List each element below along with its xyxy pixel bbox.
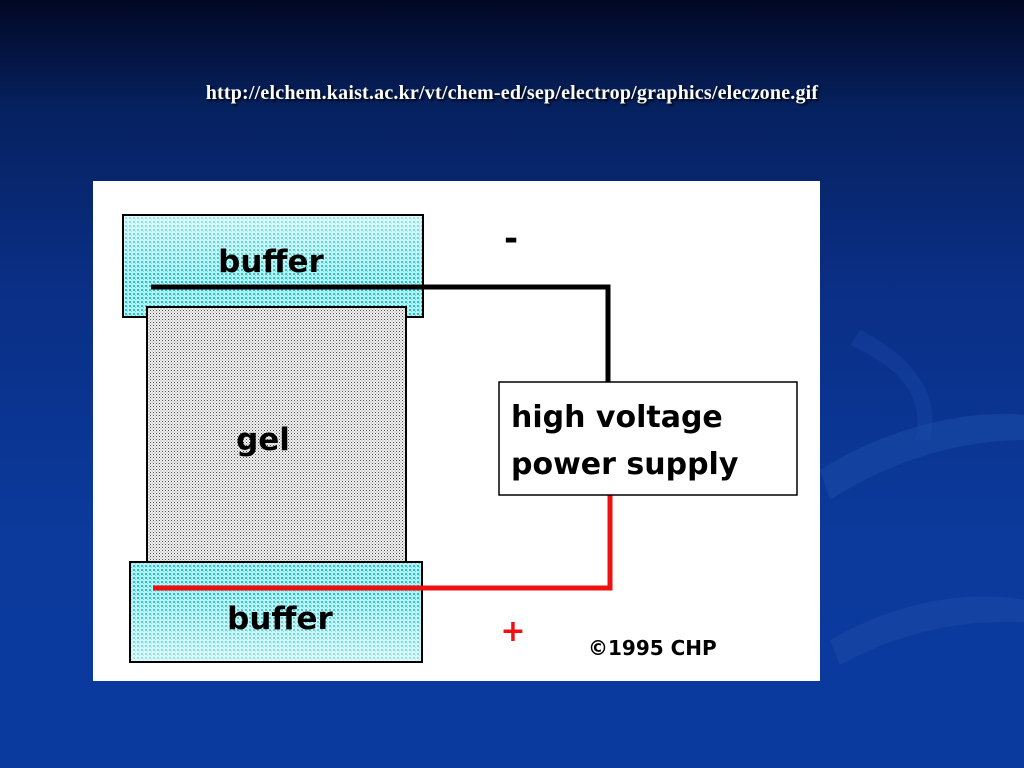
top-buffer-chamber: [122, 214, 424, 318]
positive-terminal-symbol: +: [500, 614, 525, 649]
power-supply-label-line1: high voltage: [511, 400, 723, 435]
negative-terminal-symbol: -: [504, 219, 518, 259]
positive-electrode-wire: [153, 493, 613, 591]
power-supply-box: [498, 381, 798, 496]
electrophoresis-figure: buffer gel buffer high voltage power sup…: [93, 181, 820, 681]
bottom-buffer-label: buffer: [227, 601, 333, 637]
negative-electrode-wire: [151, 284, 611, 383]
power-supply-label-line2: power supply: [511, 447, 739, 482]
electrophoresis-diagram: buffer gel buffer high voltage power sup…: [122, 214, 798, 663]
bottom-buffer-chamber: [129, 561, 423, 663]
slide-title: http://elchem.kaist.ac.kr/vt/chem-ed/sep…: [205, 82, 819, 104]
gel-label: gel: [236, 422, 290, 458]
top-buffer-label: buffer: [218, 244, 324, 280]
copyright-text: ©1995 CHP: [588, 636, 717, 660]
